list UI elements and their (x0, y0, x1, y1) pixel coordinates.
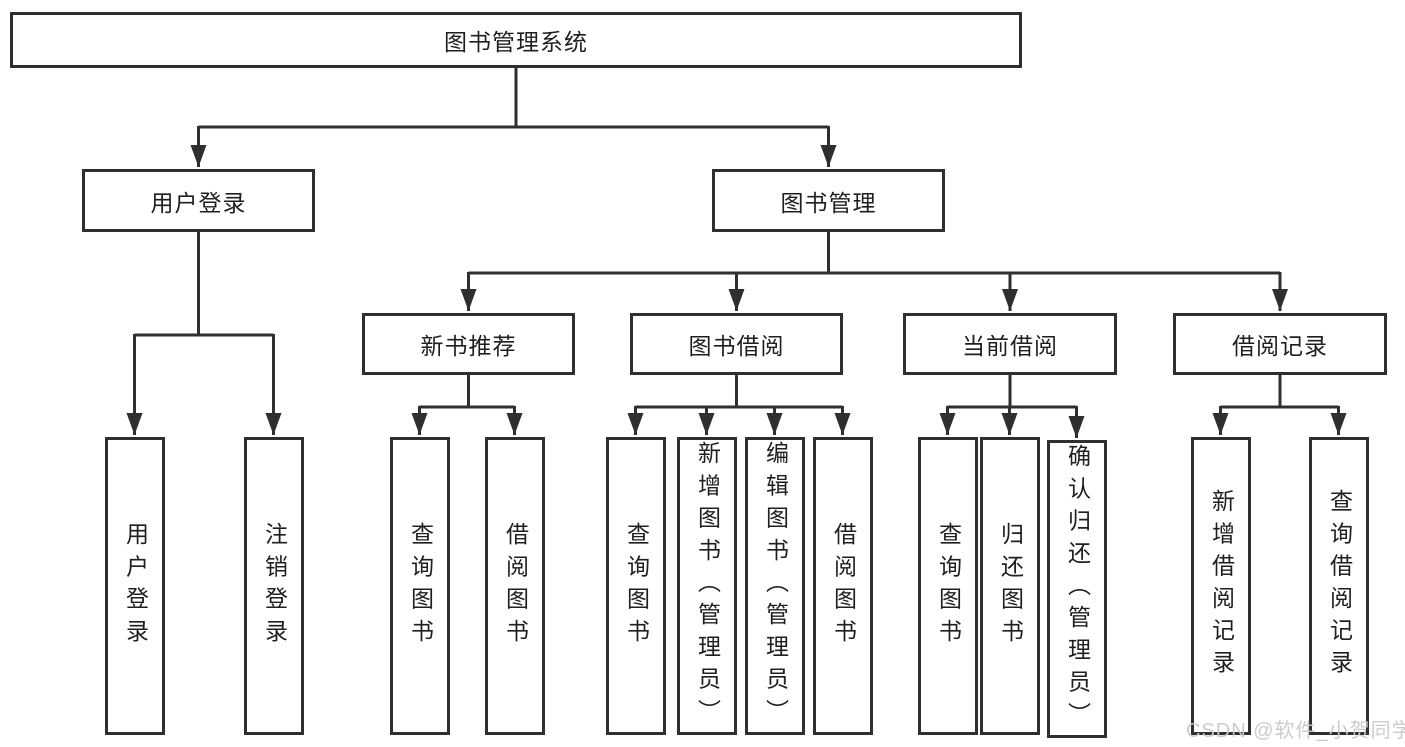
node-leaf-br-query-record-label: 查询借阅记录 (1326, 489, 1353, 683)
node-leaf-br-add-record-label: 新增借阅记录 (1208, 489, 1235, 683)
node-user-login: 用户登录 (82, 169, 315, 232)
node-book-management: 图书管理 (712, 169, 945, 232)
node-leaf-logout: 注销登录 (244, 437, 304, 735)
node-leaf-user-login-label: 用户登录 (122, 521, 149, 651)
node-leaf-cb-query-books: 查询图书 (918, 437, 978, 735)
node-leaf-br-query-record: 查询借阅记录 (1309, 437, 1369, 735)
node-leaf-logout-label: 注销登录 (261, 521, 288, 651)
node-leaf-cb-confirm-return-label: 确认归还（管理员） (1064, 444, 1091, 734)
node-root: 图书管理系统 (10, 12, 1022, 68)
node-leaf-br-add-record: 新增借阅记录 (1191, 437, 1251, 735)
node-leaf-nb-borrow-books: 借阅图书 (485, 437, 545, 735)
node-leaf-cb-return-books-label: 归还图书 (997, 521, 1024, 651)
node-leaf-bb-edit-books: 编辑图书（管理员） (745, 437, 805, 735)
node-new-book-recommend: 新书推荐 (362, 313, 575, 375)
node-leaf-nb-query-books: 查询图书 (390, 437, 450, 735)
node-leaf-bb-borrow-books: 借阅图书 (813, 437, 873, 735)
node-borrow-records-label: 借阅记录 (1232, 333, 1328, 359)
node-leaf-cb-query-books-label: 查询图书 (935, 521, 962, 651)
node-leaf-bb-query-books-label: 查询图书 (623, 521, 650, 651)
node-root-label: 图书管理系统 (444, 29, 588, 55)
node-leaf-bb-add-books: 新增图书（管理员） (677, 437, 737, 735)
node-leaf-nb-query-books-label: 查询图书 (407, 521, 434, 651)
node-leaf-bb-add-books-label: 新增图书（管理员） (694, 441, 721, 731)
node-leaf-nb-borrow-books-label: 借阅图书 (502, 521, 529, 651)
node-current-borrow-label: 当前借阅 (962, 333, 1058, 359)
node-leaf-cb-confirm-return: 确认归还（管理员） (1047, 440, 1107, 738)
node-book-borrow: 图书借阅 (630, 313, 843, 375)
node-leaf-user-login: 用户登录 (105, 437, 165, 735)
node-leaf-bb-borrow-books-label: 借阅图书 (830, 521, 857, 651)
node-book-management-label: 图书管理 (780, 189, 877, 216)
node-leaf-cb-return-books: 归还图书 (980, 437, 1040, 735)
node-borrow-records: 借阅记录 (1173, 313, 1387, 375)
node-leaf-bb-edit-books-label: 编辑图书（管理员） (762, 441, 789, 731)
node-new-book-recommend-label: 新书推荐 (420, 333, 517, 359)
node-current-borrow: 当前借阅 (903, 313, 1117, 375)
node-user-login-label: 用户登录 (150, 189, 247, 216)
node-leaf-bb-query-books: 查询图书 (606, 437, 666, 735)
csdn-watermark: CSDN @软件_小贺同学 (1186, 720, 1405, 742)
node-book-borrow-label: 图书借阅 (688, 333, 785, 359)
